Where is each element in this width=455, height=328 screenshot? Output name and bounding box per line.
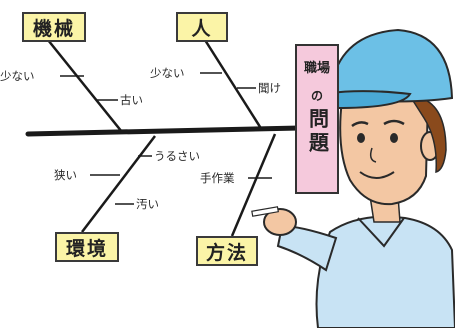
label-procedure: 手作業 bbox=[200, 171, 235, 185]
hair-shape bbox=[408, 95, 447, 173]
eye-right bbox=[390, 133, 398, 143]
bone-method bbox=[230, 133, 277, 237]
category-machine-box: 機械 bbox=[22, 12, 86, 42]
arm-shape bbox=[276, 224, 338, 272]
eyebrow-left bbox=[351, 121, 369, 128]
shirt-shape bbox=[315, 215, 455, 328]
label-noisy: うるさい bbox=[154, 149, 200, 163]
label-few-people: 少ない bbox=[150, 66, 185, 80]
problem-title: 問題 bbox=[305, 108, 330, 157]
bone-people bbox=[203, 39, 264, 131]
mouth-shape bbox=[359, 171, 395, 179]
category-environment-box: 環境 bbox=[55, 232, 119, 262]
collar-shape bbox=[357, 217, 405, 248]
problem-head-box: 職場 の 問題 bbox=[295, 44, 339, 194]
label-old: 古い bbox=[120, 93, 143, 107]
bone-machine bbox=[47, 39, 123, 133]
label-excuse: 聞け bbox=[258, 81, 281, 95]
category-people-box: 人 bbox=[176, 12, 228, 42]
eye-left bbox=[357, 133, 365, 143]
category-method-box: 方法 bbox=[196, 236, 258, 266]
problem-particle: の bbox=[310, 88, 323, 103]
label-few-left: 少ない bbox=[0, 69, 35, 83]
problem-prefix: 職場 bbox=[303, 61, 330, 76]
chalk-marker bbox=[251, 206, 280, 217]
eyebrow-right bbox=[383, 119, 405, 126]
hand-shape bbox=[263, 208, 297, 236]
face-shape bbox=[339, 99, 430, 206]
nose-shape bbox=[369, 147, 377, 163]
label-narrow: 狭い bbox=[54, 168, 77, 182]
spine-line bbox=[25, 125, 303, 137]
bone-environment bbox=[81, 135, 156, 233]
label-dirty: 汚い bbox=[136, 197, 159, 211]
